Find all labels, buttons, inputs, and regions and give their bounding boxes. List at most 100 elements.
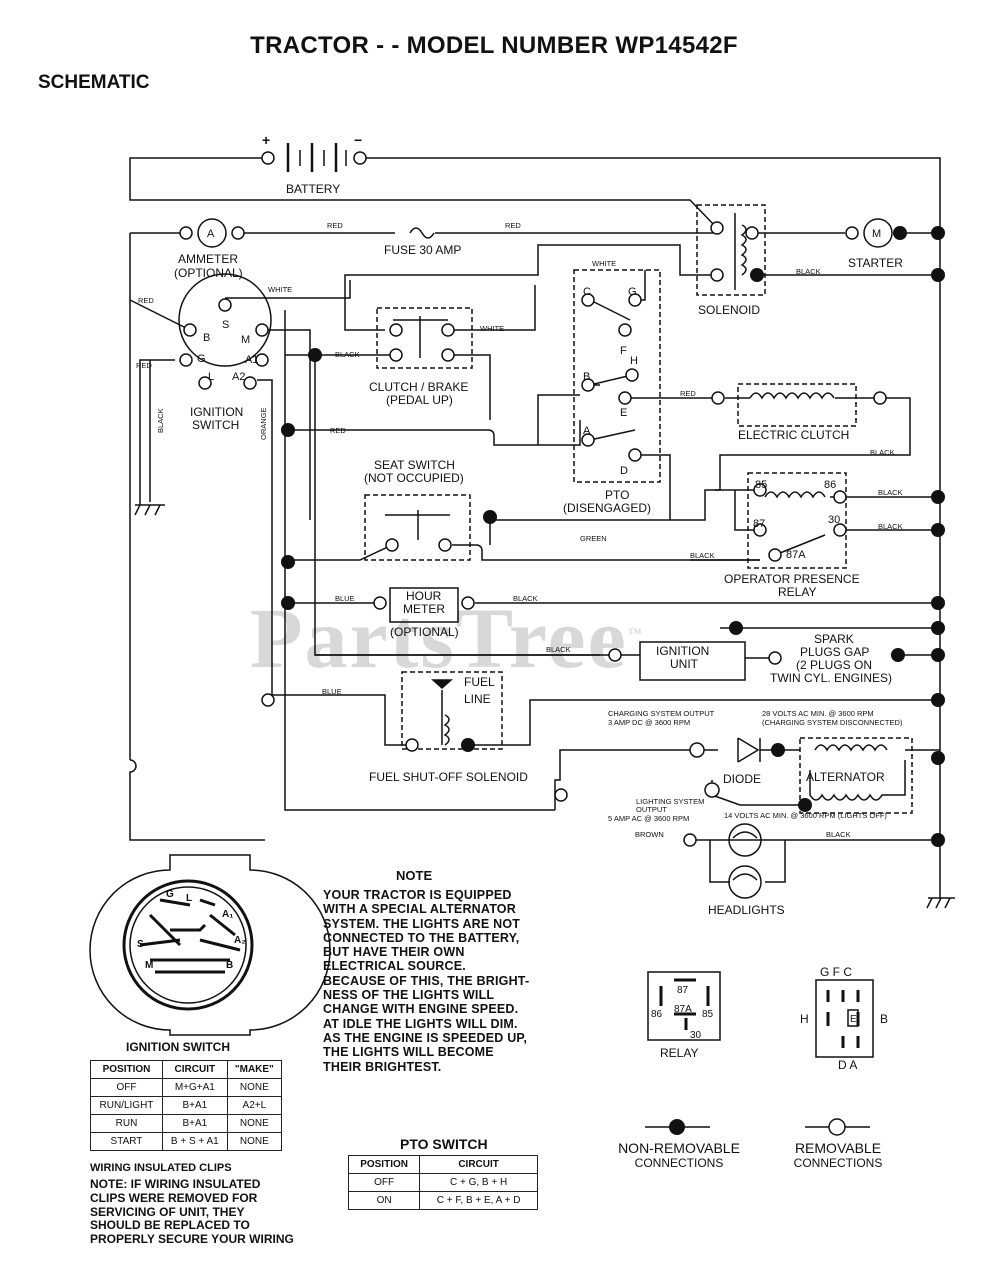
pto-label: PTO bbox=[605, 488, 629, 502]
ignition-switch-icon bbox=[89, 854, 331, 1036]
spark-plugs-label-2: PLUGS GAP bbox=[800, 645, 869, 659]
ign-icon-s: S bbox=[137, 939, 144, 950]
pto-sublabel: (DISENGAGED) bbox=[563, 501, 651, 515]
note-title: NOTE bbox=[396, 868, 433, 883]
legend-non-removable: NON-REMOVABLE CONNECTIONS bbox=[618, 1140, 740, 1170]
wire-label-black: BLACK bbox=[826, 830, 851, 839]
terminal-b: B bbox=[583, 371, 590, 383]
wire-label-white: WHITE bbox=[480, 324, 504, 333]
wire-label-red: RED bbox=[136, 361, 152, 370]
wire-label-black: BLACK bbox=[878, 522, 903, 531]
pto-icon-bottom-letters: D A bbox=[838, 1058, 857, 1072]
charging-output-label: CHARGING SYSTEM OUTPUT bbox=[608, 709, 715, 718]
wire-label-black: BLACK bbox=[513, 594, 538, 603]
starter-label: STARTER bbox=[848, 256, 903, 270]
diode-label: DIODE bbox=[723, 772, 761, 786]
wire-label-red: RED bbox=[680, 389, 696, 398]
terminal-b: B bbox=[203, 332, 210, 344]
ammeter-gauge bbox=[197, 218, 227, 248]
wire-label-brown: BROWN bbox=[635, 830, 664, 839]
wire-label-black: BLACK bbox=[870, 448, 895, 457]
relay-terminal-85: 85 bbox=[755, 479, 767, 491]
relay-terminal-87: 87 bbox=[753, 518, 765, 530]
headlights-label: HEADLIGHTS bbox=[708, 903, 785, 917]
starter-motor bbox=[863, 218, 893, 248]
wire-label-black: BLACK bbox=[690, 551, 715, 560]
relay-icon-86: 86 bbox=[651, 1009, 663, 1020]
relay-sublabel: RELAY bbox=[778, 585, 816, 599]
volts14-label: 14 VOLTS AC MIN. @ 3600 RPM (LIGHTS OFF) bbox=[724, 811, 887, 820]
wire-label-green: GREEN bbox=[580, 534, 607, 543]
ign-icon-b: B bbox=[226, 960, 233, 971]
terminal-f: F bbox=[620, 345, 627, 357]
ammeter-symbol: A bbox=[207, 228, 215, 240]
wire-label-red: RED bbox=[138, 296, 154, 305]
terminal-a: A bbox=[583, 425, 591, 437]
hour-meter-optional-label: (OPTIONAL) bbox=[390, 625, 459, 639]
wire-label-white: WHITE bbox=[592, 259, 616, 268]
relay-terminal-30: 30 bbox=[828, 514, 840, 526]
pto-icon-h: H bbox=[800, 1012, 809, 1026]
ignition-table-caption: IGNITION SWITCH bbox=[126, 1040, 230, 1054]
clutch-brake-label: CLUTCH / BRAKE bbox=[369, 380, 468, 394]
starter-symbol: M bbox=[872, 228, 881, 240]
battery-label: BATTERY bbox=[286, 182, 340, 196]
terminal-a2: A2 bbox=[232, 371, 245, 383]
wire-label-white: WHITE bbox=[268, 285, 292, 294]
terminal-m: M bbox=[241, 334, 250, 346]
pto-icon-top-letters: G F C bbox=[820, 965, 852, 979]
spark-plugs-label-4: TWIN CYL. ENGINES) bbox=[770, 671, 892, 685]
wire-label-blue: BLUE bbox=[335, 594, 355, 603]
page-title: TRACTOR - - MODEL NUMBER WP14542F bbox=[250, 32, 738, 59]
wire-label-orange: ORANGE bbox=[259, 407, 268, 440]
pto-icon-e: E bbox=[850, 1014, 857, 1025]
lighting-output-label: LIGHTING SYSTEM bbox=[636, 797, 704, 806]
ignition-switch-body bbox=[178, 273, 272, 367]
ign-icon-a2: A₂ bbox=[234, 935, 246, 946]
relay-icon-85: 85 bbox=[702, 1009, 714, 1020]
terminal-h: H bbox=[630, 355, 638, 367]
electric-clutch-label: ELECTRIC CLUTCH bbox=[738, 428, 849, 442]
terminal-d: D bbox=[620, 465, 628, 477]
wire-label-black: BLACK bbox=[335, 350, 360, 359]
terminal-l: L bbox=[208, 371, 214, 383]
wire-label-black: BLACK bbox=[546, 645, 571, 654]
relay-icon-caption: RELAY bbox=[660, 1046, 698, 1060]
battery-negative-terminal bbox=[353, 151, 367, 165]
lighting-output-label-2: OUTPUT bbox=[636, 805, 667, 814]
relay-label: OPERATOR PRESENCE bbox=[724, 572, 860, 586]
ignition-switch-label: IGNITION bbox=[190, 405, 243, 419]
ignition-unit-label-2: UNIT bbox=[670, 657, 699, 671]
battery-plus-sign: + bbox=[262, 132, 270, 148]
wire-label-red: RED bbox=[505, 221, 521, 230]
volts28-sublabel: (CHARGING SYSTEM DISCONNECTED) bbox=[762, 718, 903, 727]
pto-icon-b: B bbox=[880, 1012, 888, 1026]
wire-label-blue: BLUE bbox=[322, 687, 342, 696]
clips-heading: WIRING INSULATED CLIPS bbox=[90, 1162, 232, 1174]
spark-plugs-label-3: (2 PLUGS ON bbox=[796, 658, 872, 672]
relay-icon-30: 30 bbox=[690, 1030, 702, 1041]
terminal-g: G bbox=[628, 286, 637, 298]
spark-plugs-label: SPARK bbox=[814, 632, 854, 646]
pto-table-caption: PTO SWITCH bbox=[400, 1136, 488, 1152]
removable-symbol bbox=[828, 1118, 846, 1136]
volts28-label: 28 VOLTS AC MIN. @ 3600 RPM bbox=[762, 709, 874, 718]
seat-switch-label: SEAT SWITCH bbox=[374, 458, 455, 472]
seat-switch-sublabel: (NOT OCCUPIED) bbox=[364, 471, 464, 485]
fuel-line-label: FUEL bbox=[464, 675, 495, 689]
pto-switch-icon bbox=[815, 979, 874, 1058]
ammeter-label: AMMETER bbox=[178, 252, 238, 266]
lighting-output-value: 5 AMP AC @ 3600 RPM bbox=[608, 814, 689, 823]
wire-label-black: BLACK bbox=[796, 267, 821, 276]
ign-icon-l: L bbox=[186, 893, 192, 904]
